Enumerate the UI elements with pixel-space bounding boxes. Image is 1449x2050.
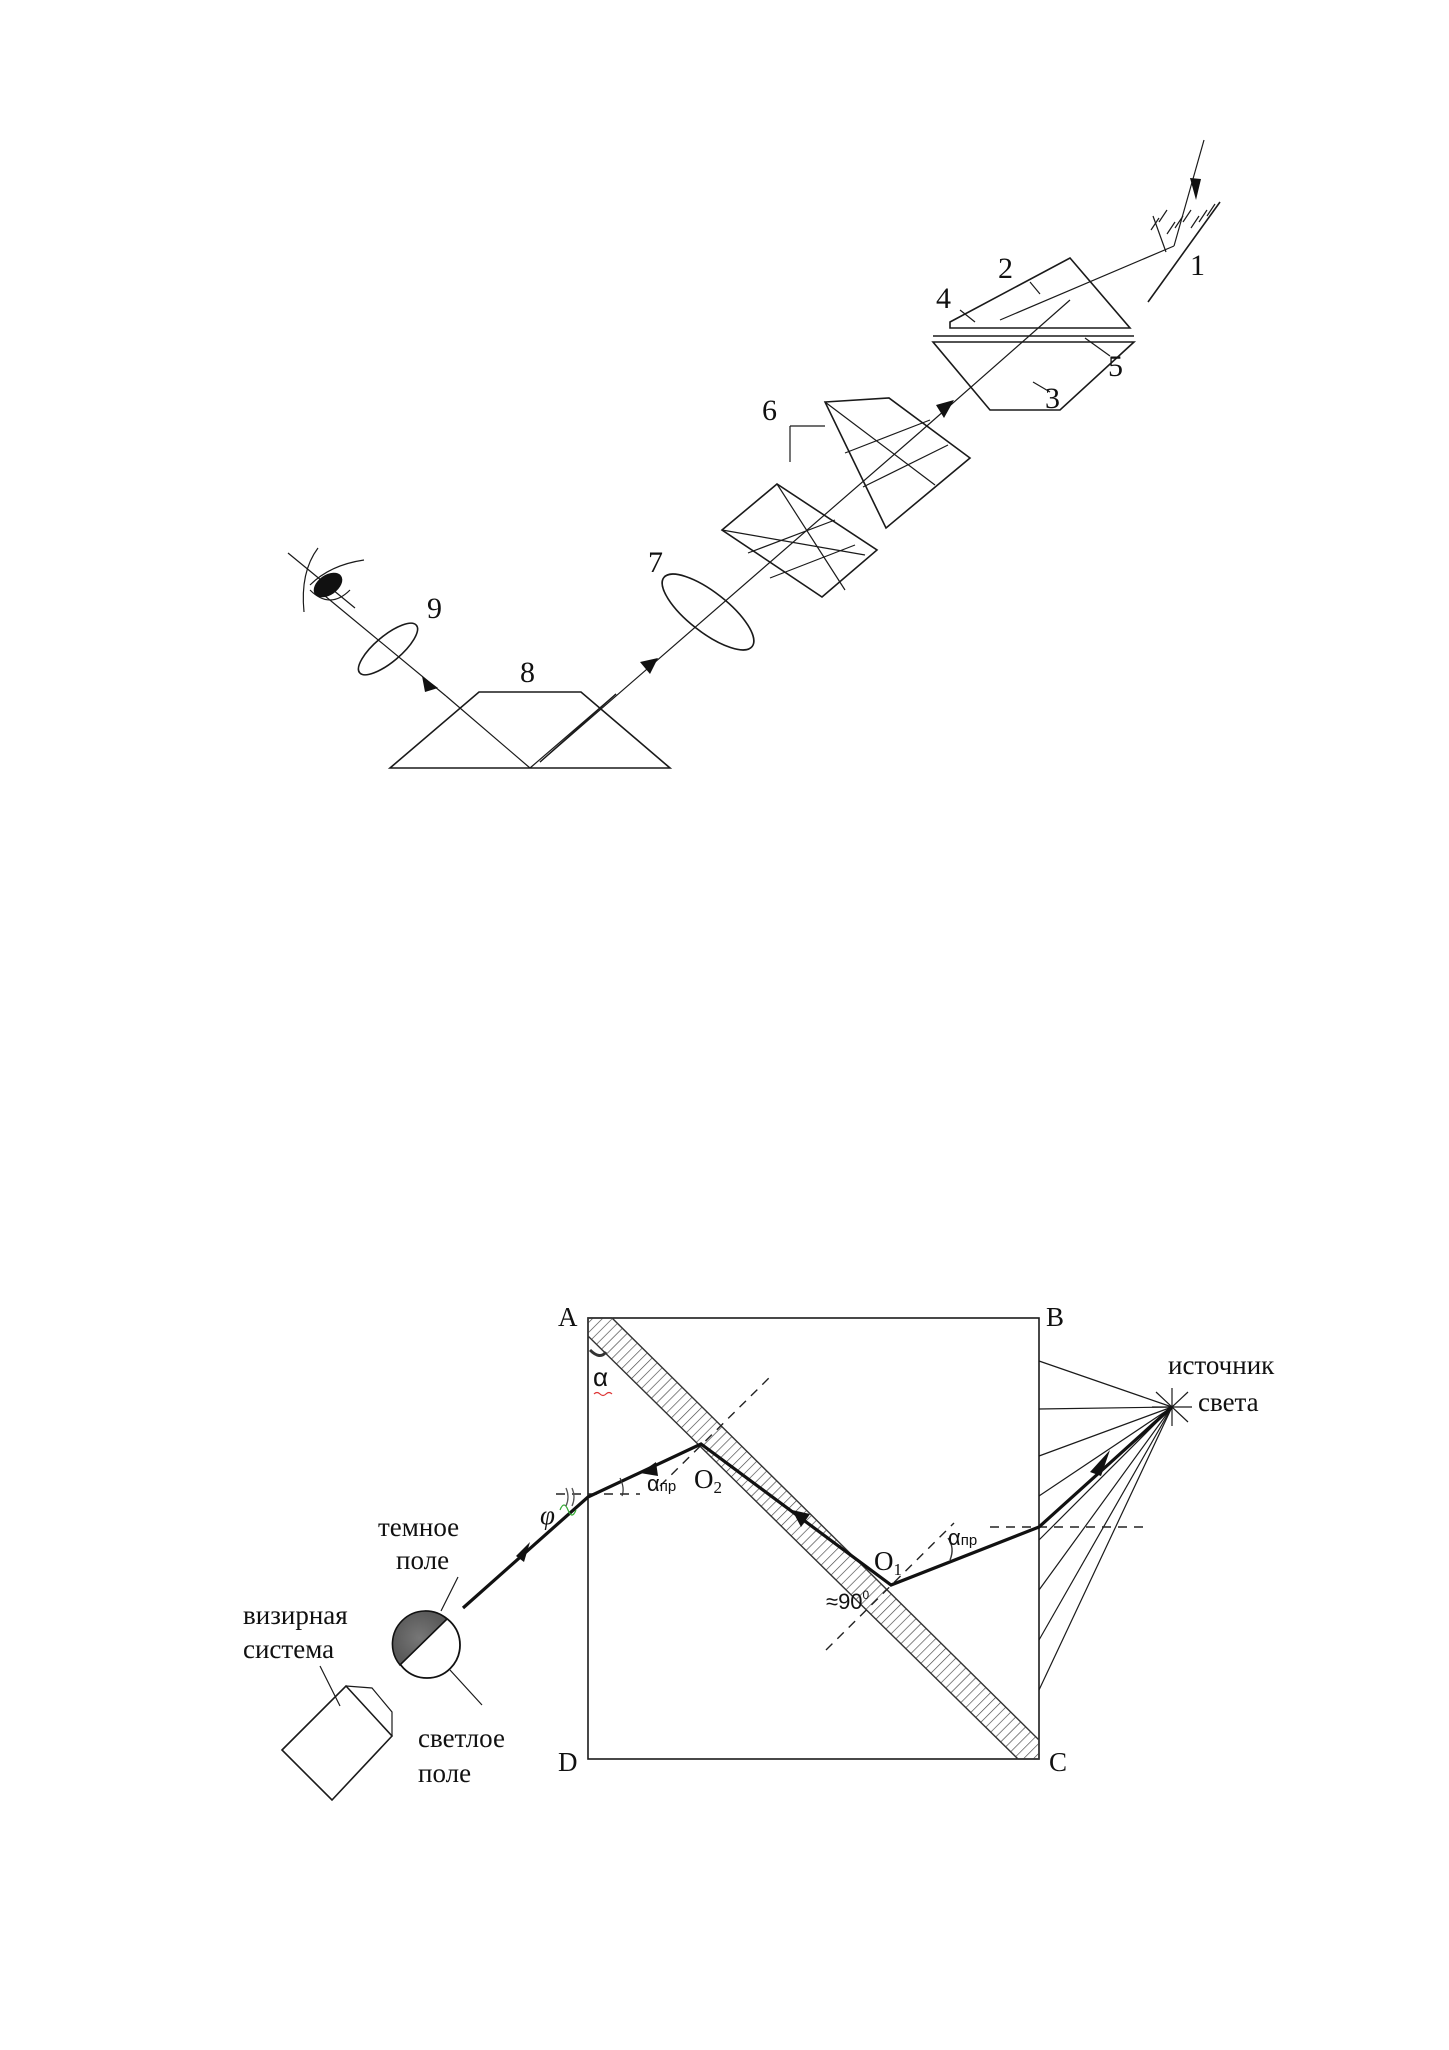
- source-label-line1: источник: [1168, 1350, 1275, 1380]
- ray-arrow-1: [1090, 1450, 1110, 1476]
- compensator-6: [720, 397, 972, 599]
- corner-a: A: [558, 1302, 578, 1332]
- ray-through-compensator: [539, 431, 921, 763]
- label-7: 7: [648, 546, 663, 579]
- incoming-arrow: [1190, 178, 1201, 200]
- source-label-line2: света: [1198, 1387, 1259, 1417]
- label-8: 8: [520, 656, 535, 689]
- objective-lens-7: [661, 573, 755, 651]
- ray-arrow-3: [640, 1462, 658, 1476]
- label-6: 6: [762, 394, 777, 427]
- hatched-layer: [587, 1317, 1040, 1760]
- ray-arrow-2: [792, 1510, 810, 1527]
- normal-o2: [659, 1376, 771, 1487]
- sighting-line1: визирная: [243, 1600, 348, 1630]
- prism-square: [587, 1317, 1040, 1760]
- eye-icon: [287, 547, 365, 613]
- dark-field-line1: темное: [378, 1512, 459, 1542]
- arrow-after-prism: [936, 400, 954, 418]
- dark-field-line2: поле: [396, 1545, 449, 1575]
- critical-angle-scheme: A B C D α источник света: [243, 1302, 1275, 1802]
- light-field-leader: [449, 1669, 483, 1706]
- o2-label: O2: [694, 1464, 722, 1497]
- eyepiece-9: [357, 622, 419, 676]
- incoming-ray: [1173, 139, 1205, 247]
- arrow-to-eyepiece: [422, 676, 438, 692]
- label-5: 5: [1108, 350, 1123, 383]
- arrow-before-prism-8: [640, 658, 658, 674]
- corner-d: D: [558, 1747, 578, 1777]
- ray-arrow-4: [516, 1542, 530, 1562]
- alpha-crit-label-2: αпр: [647, 1471, 676, 1496]
- refractometer-scheme: 1 2 3 4 5 6 7 8 9: [287, 139, 1221, 769]
- field-of-view: [391, 1576, 483, 1706]
- label-2: 2: [998, 252, 1013, 285]
- label-3: 3: [1045, 382, 1060, 415]
- light-field-line1: светлое: [418, 1723, 505, 1753]
- label-1: 1: [1190, 249, 1205, 282]
- sighting-line2: система: [243, 1634, 334, 1664]
- ray-mirror-to-prism: [999, 245, 1175, 321]
- o1-label: O1: [874, 1546, 902, 1579]
- corner-b: B: [1046, 1302, 1064, 1332]
- alpha-label: α: [593, 1362, 608, 1392]
- label-9: 9: [427, 592, 442, 625]
- dark-field-leader: [440, 1576, 459, 1612]
- prism-8: [387, 691, 673, 769]
- alpha-crit-label-1: αпр: [948, 1525, 977, 1550]
- corner-c: C: [1049, 1747, 1067, 1777]
- prism-2: [949, 256, 1132, 329]
- phi-label: φ: [540, 1500, 555, 1530]
- light-field-line2: поле: [418, 1758, 471, 1788]
- alpha-arc: [588, 1348, 608, 1357]
- source-rays: [1038, 1360, 1173, 1691]
- approx-90-label: ≈900: [826, 1588, 870, 1614]
- label-4: 4: [936, 282, 951, 315]
- main-ray: [461, 1405, 1174, 1610]
- sighting-system: [280, 1665, 394, 1802]
- normal-o1: [825, 1522, 955, 1651]
